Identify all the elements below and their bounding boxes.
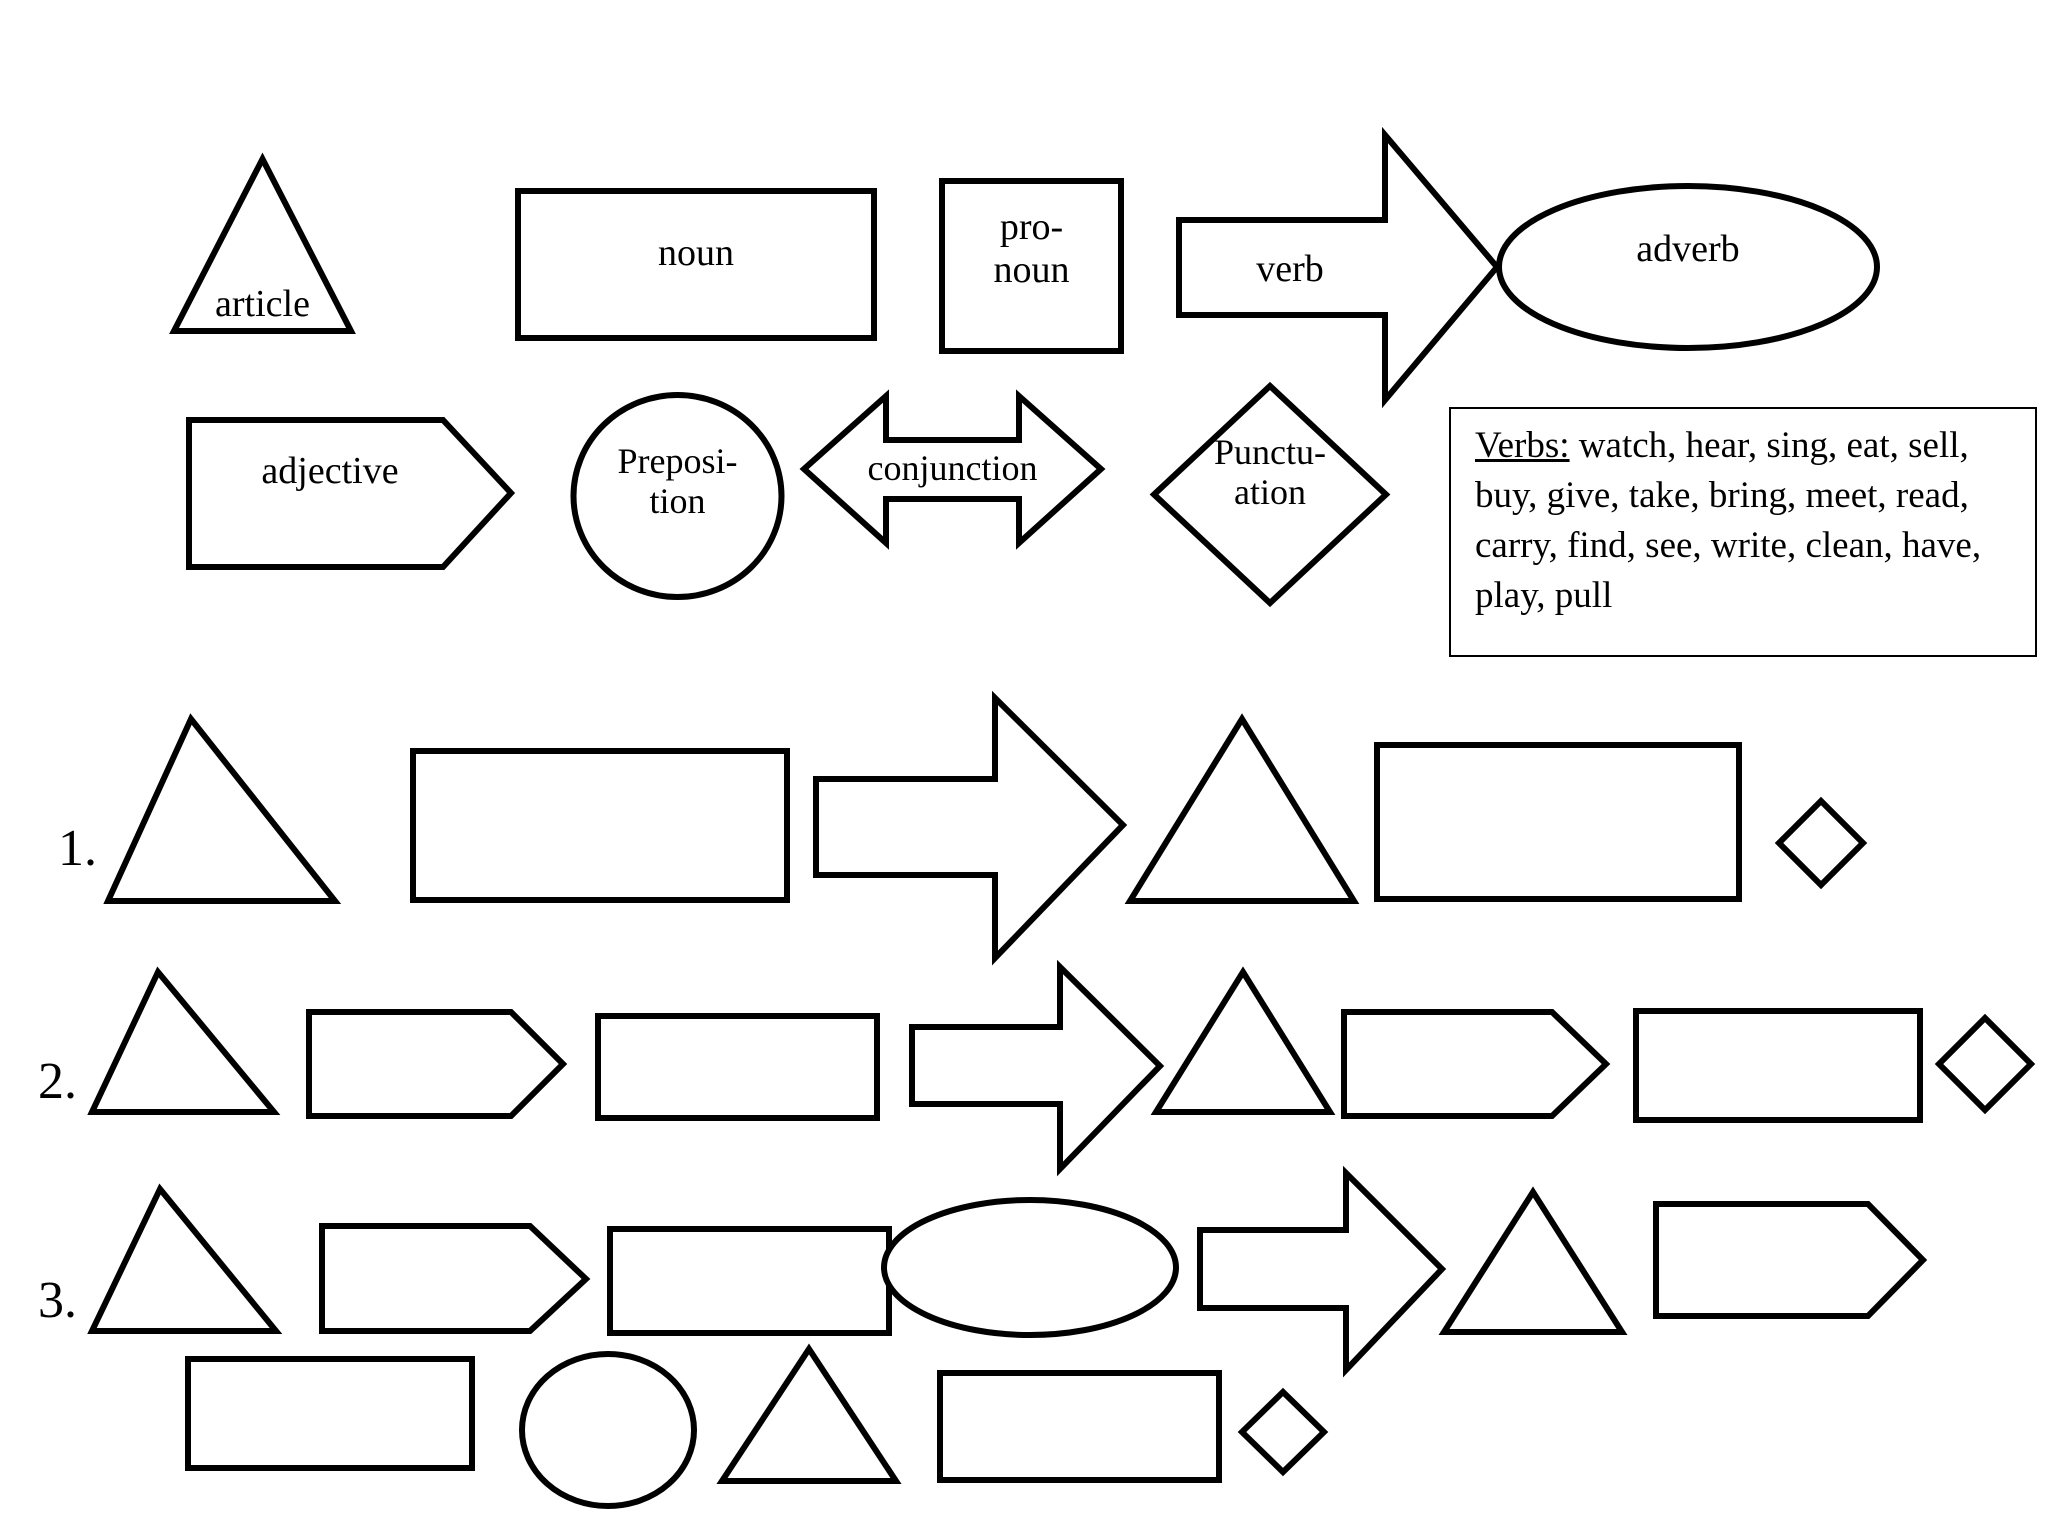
answer-shape-right-arrow[interactable] [1196,1165,1447,1378]
answer-shape-triangle[interactable] [87,966,281,1116]
answer-shape-diamond-small[interactable] [1237,1387,1329,1477]
answer-shape-right-arrow[interactable] [908,959,1165,1177]
answer-shape-triangle[interactable] [1150,966,1336,1116]
answer-shape-rectangle[interactable] [607,1226,892,1336]
answer-shape-circle[interactable] [518,1350,698,1510]
legend-shape-verb [1175,126,1501,409]
exercise-number-3: 3. [38,1272,77,1329]
verbs-word-bank-heading: Verbs: [1475,425,1570,466]
exercise-number-1: 1. [58,820,97,877]
answer-shape-triangle[interactable] [716,1343,902,1485]
legend-shape-adjective [185,416,516,571]
legend-shape-punctuation [1149,381,1391,608]
answer-shape-triangle[interactable] [1124,713,1360,905]
answer-shape-rectangle[interactable] [937,1370,1222,1483]
legend-shape-preposition [570,392,785,600]
verbs-word-bank-list: watch, hear, sing, eat, sell, buy, give,… [1475,425,1982,616]
verbs-word-bank: Verbs: watch, hear, sing, eat, sell, buy… [1449,407,2037,657]
verbs-word-bank-text: Verbs: watch, hear, sing, eat, sell, buy… [1475,421,2019,621]
legend-shape-conjunction [799,389,1106,550]
exercise-number-2: 2. [38,1053,77,1110]
answer-shape-pentagon-right[interactable] [1340,1008,1611,1120]
answer-shape-pentagon-right[interactable] [318,1222,591,1335]
legend-shape-pronoun [939,178,1124,354]
answer-shape-rectangle[interactable] [410,748,790,903]
answer-shape-rectangle[interactable] [185,1356,475,1471]
answer-shape-rectangle[interactable] [1633,1008,1923,1123]
answer-shape-rectangle[interactable] [595,1013,880,1121]
answer-shape-triangle[interactable] [87,1183,283,1335]
answer-shape-rectangle[interactable] [1374,742,1742,902]
answer-shape-triangle[interactable] [103,713,342,905]
answer-shape-triangle[interactable] [1438,1186,1628,1336]
answer-shape-pentagon-right[interactable] [1652,1200,1928,1320]
answer-shape-pentagon-right[interactable] [305,1008,568,1120]
answer-shape-right-arrow[interactable] [812,690,1128,966]
answer-shape-diamond-small[interactable] [1774,796,1868,890]
legend-shape-noun [515,188,877,341]
answer-shape-ellipse[interactable] [880,1196,1180,1339]
answer-shape-diamond-small[interactable] [1934,1013,2036,1115]
legend-shape-article [169,152,356,335]
legend-shape-adverb [1495,182,1881,352]
